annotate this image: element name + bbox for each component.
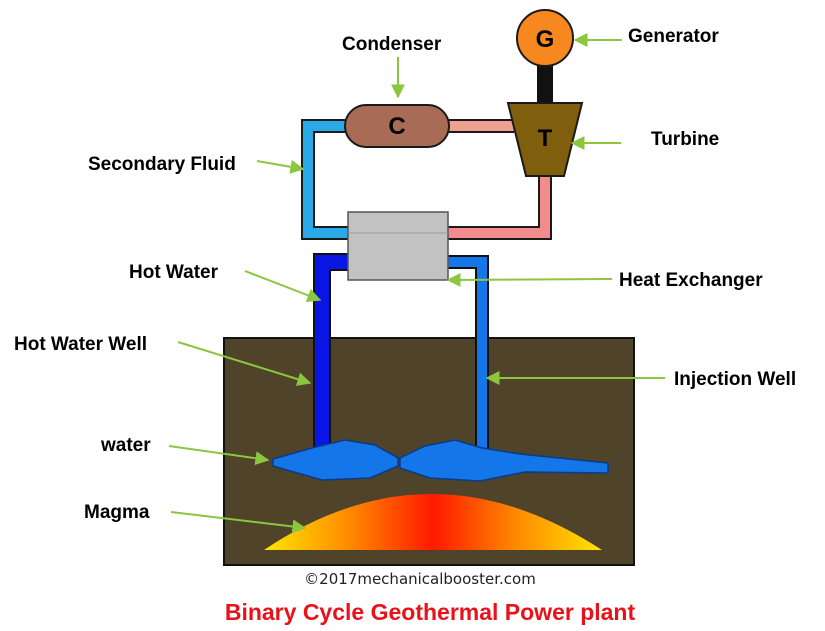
magma-chamber — [264, 494, 602, 550]
secondary-fluid-arrow — [256, 159, 305, 174]
heat-exchanger — [347, 211, 449, 281]
turbine-symbol: T — [538, 125, 553, 152]
magma-label: Magma — [84, 502, 150, 523]
hot-water-arrow — [244, 270, 322, 302]
heat-exchanger-label: Heat Exchanger — [619, 270, 763, 291]
water-label: water — [100, 435, 151, 456]
hot-water-well-label: Hot Water Well — [14, 334, 147, 355]
injection-well-label: Injection Well — [674, 369, 796, 390]
magma-arrow — [170, 511, 307, 534]
copyright-text: ©2017mechanicalbooster.com — [304, 570, 536, 588]
injection-pipe — [448, 257, 487, 450]
generator-shaft — [537, 64, 553, 106]
hot-water-label: Hot Water — [129, 262, 219, 283]
condenser — [344, 104, 450, 148]
heat-exchanger-arrow — [446, 272, 613, 287]
water-reservoir-left — [272, 439, 399, 481]
diagram-title: Binary Cycle Geothermal Power plant — [225, 599, 636, 625]
condenser-label: Condenser — [342, 34, 442, 55]
turbine — [506, 102, 584, 177]
secondary-loop-cold — [303, 121, 348, 238]
condenser-symbol: C — [388, 113, 405, 140]
generator-label: Generator — [628, 26, 719, 47]
secondary-loop-hot — [448, 170, 550, 238]
secondary-loop-hot-outline — [448, 170, 552, 240]
water-reservoir-right — [399, 439, 609, 482]
hot-water-well-arrow — [177, 341, 312, 386]
secondary-loop-cold-outline — [301, 119, 348, 240]
water-arrow — [168, 445, 270, 466]
generator — [516, 9, 574, 67]
generator-symbol: G — [536, 26, 555, 53]
secondary-fluid-label: Secondary Fluid — [88, 154, 236, 175]
turbine-label: Turbine — [651, 129, 719, 150]
